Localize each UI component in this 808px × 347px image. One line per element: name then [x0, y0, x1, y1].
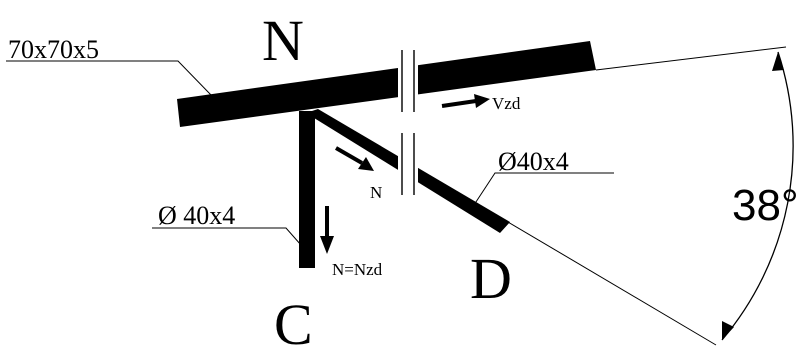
- diagonal-break-gap: [398, 133, 418, 195]
- angle-arrowhead-top: [772, 52, 784, 71]
- vzd-arrowhead: [474, 94, 490, 108]
- n-arrowhead: [358, 157, 374, 171]
- diagonal-section-label: Ø40x4: [498, 147, 569, 176]
- angle-ref-line-upper: [595, 46, 787, 71]
- angle-arrowhead-bottom: [722, 321, 734, 340]
- vertical-section-label: Ø 40x4: [158, 201, 235, 230]
- node-label-c: C: [274, 292, 313, 347]
- vertical-member: [299, 111, 315, 268]
- chord-break-gap: [398, 50, 418, 112]
- node-label-n: N: [262, 8, 304, 73]
- angle-label: 38°: [732, 181, 799, 230]
- node-label-d: D: [470, 246, 512, 311]
- vzd-arrow-shaft: [441, 99, 477, 108]
- top-chord-member: [177, 41, 596, 127]
- vertical-section-leader: [152, 227, 302, 246]
- angle-dimension-arc: [721, 51, 794, 341]
- chord-section-label: 70x70x5: [8, 35, 99, 64]
- force-label-vzd: Vzd: [492, 94, 521, 113]
- chord-section-leader: [6, 60, 213, 97]
- n-arrow-shaft: [335, 146, 363, 165]
- diagonal-section-leader: [471, 172, 614, 209]
- angle-ref-line-lower: [507, 221, 717, 346]
- force-label-n: N: [370, 183, 382, 202]
- force-label-n-nzd: N=Nzd: [332, 260, 383, 279]
- nzd-arrowhead: [320, 236, 334, 254]
